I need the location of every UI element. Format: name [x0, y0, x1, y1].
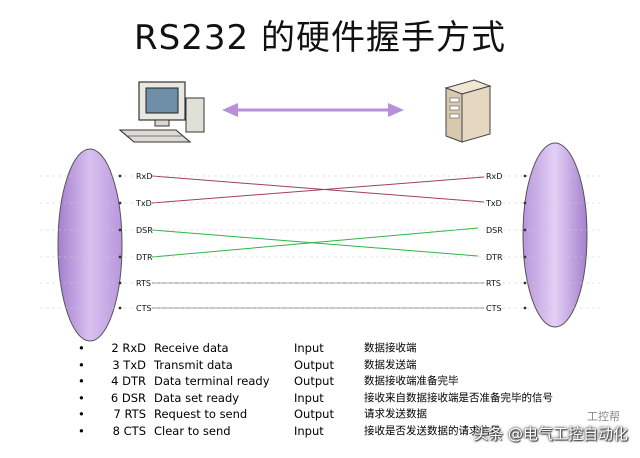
- pin-description: Data terminal ready: [154, 374, 270, 388]
- pin-description: Receive data: [154, 341, 229, 355]
- pin-description: Transmit data: [154, 357, 233, 372]
- pin-direction: Output: [294, 357, 334, 372]
- pin-number: 2 RxD: [111, 341, 146, 355]
- pin-direction: Output: [294, 407, 334, 421]
- server-icon: [444, 79, 492, 143]
- signal-wires: [40, 175, 600, 309]
- pin-number: 7 RTS: [113, 407, 146, 421]
- table-row: • 7 RTS Request to send Output 请求发送数据: [78, 406, 598, 423]
- pin-chinese-note: 接收来自数据接收端是否准备完毕的信号: [364, 391, 553, 404]
- left-connector: [57, 148, 123, 342]
- pin-direction: Input: [294, 423, 324, 438]
- pin-chinese-note: 数据接收端准备完毕: [364, 375, 459, 387]
- right-label-dsr: DSR: [486, 226, 503, 235]
- pin-chinese-note: 数据接收端: [364, 342, 417, 354]
- bidirectional-arrow: [222, 103, 404, 117]
- left-label-rts: RTS: [136, 279, 151, 288]
- pin-table: • 2 RxD Receive data Input 数据接收端 • 3 TxD…: [78, 340, 598, 439]
- pin-description: Data set ready: [154, 390, 240, 405]
- left-label-dsr: DSR: [136, 226, 153, 235]
- bullet: •: [78, 341, 85, 355]
- table-row: • 8 CTS Clear to send Input 接收是否发送数据的请求信…: [78, 423, 598, 440]
- bullet: •: [78, 390, 85, 405]
- right-connector: [522, 142, 588, 328]
- pin-direction: Input: [294, 390, 324, 405]
- pin-number: 6 DSR: [110, 390, 146, 405]
- right-label-rts: RTS: [486, 279, 501, 288]
- bullet: •: [78, 357, 85, 372]
- left-label-rxd: RxD: [136, 172, 152, 181]
- bullet: •: [78, 423, 85, 438]
- pin-chinese-note: 数据发送端: [364, 358, 417, 371]
- pin-number: 3 TxD: [112, 357, 146, 372]
- right-label-cts: CTS: [486, 304, 502, 313]
- left-label-dtr: DTR: [136, 253, 153, 262]
- right-label-txd: TxD: [485, 199, 502, 208]
- table-row: • 3 TxD Transmit data Output 数据发送端: [78, 357, 598, 374]
- pin-direction: Input: [294, 341, 324, 355]
- pin-direction: Output: [294, 374, 334, 388]
- left-label-cts: CTS: [136, 304, 152, 313]
- wire-rxd-txd: [151, 175, 485, 203]
- page-title: RS232 的硬件握手方式: [134, 18, 506, 58]
- watermark-small: 工控帮: [587, 410, 620, 423]
- table-row: • 6 DSR Data set ready Input 接收来自数据接收端是否…: [78, 390, 598, 407]
- bullet: •: [78, 407, 85, 421]
- pin-chinese-note: 请求发送数据: [364, 408, 427, 420]
- wire-txd-rxd: [151, 176, 485, 204]
- left-label-txd: TxD: [135, 199, 152, 208]
- table-row: • 4 DTR Data terminal ready Output 数据接收端…: [78, 373, 598, 390]
- right-label-rxd: RxD: [486, 172, 502, 181]
- bullet: •: [78, 374, 85, 388]
- table-row: • 2 RxD Receive data Input 数据接收端: [78, 340, 598, 357]
- pin-number: 4 DTR: [111, 374, 146, 388]
- watermark: 头条 @电气工控自动化: [473, 425, 628, 443]
- pin-chinese-note: 接收是否发送数据的请求信号: [364, 424, 501, 437]
- computer-icon: [118, 81, 205, 143]
- wire-dtr-dsr: [151, 227, 479, 258]
- pin-description: Clear to send: [154, 423, 231, 438]
- right-label-dtr: DTR: [486, 253, 503, 262]
- pin-description: Request to send: [154, 407, 248, 421]
- pin-number: 8 CTS: [112, 423, 146, 438]
